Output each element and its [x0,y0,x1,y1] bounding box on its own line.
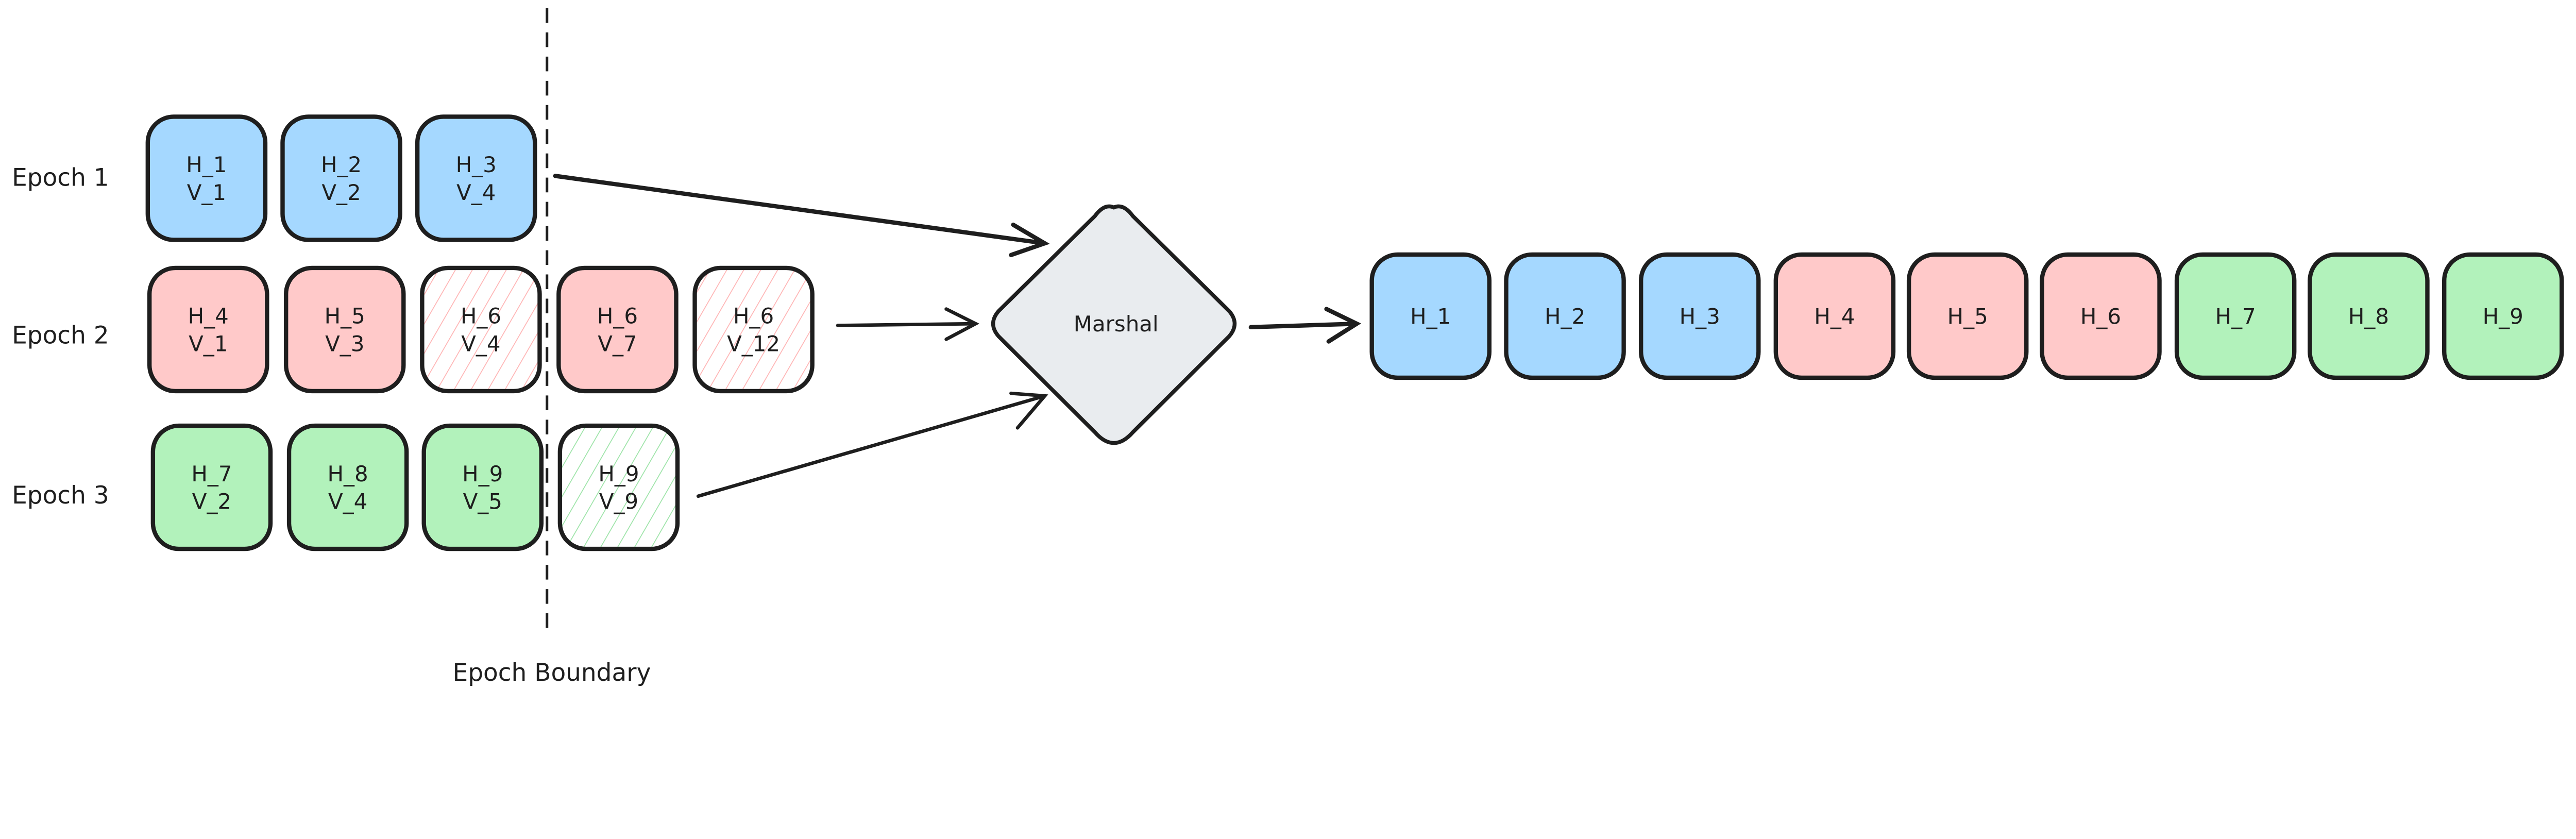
block-hatched: H_9V_9 [557,423,680,551]
block-h-label: H_1 [186,152,227,177]
block-hatched: H_6V_12 [692,265,815,394]
output-block-shape [2174,252,2297,380]
block-v-label: V_4 [456,180,496,205]
output-block-label: H_6 [2080,304,2121,329]
block: H_2V_2 [280,114,402,242]
output-block-label: H_1 [1410,304,1451,329]
block-shape [286,423,409,551]
block-v-label: V_3 [325,331,364,356]
block-shape [283,265,406,394]
block-h-label: H_9 [598,461,639,486]
output-block: H_9 [2442,252,2564,380]
block: H_8V_4 [286,423,409,551]
output-block: H_5 [1906,252,2029,380]
output-block-label: H_4 [1814,304,1855,329]
epoch-label: Epoch 3 [12,481,109,510]
block-v-label: V_4 [461,331,500,356]
block-v-label: V_1 [187,180,226,205]
output-block: H_7 [2174,252,2297,380]
block: H_5V_3 [283,265,406,394]
output-block: H_2 [1504,252,1626,380]
block-h-label: H_2 [321,152,362,177]
block-v-label: V_9 [599,489,638,514]
output-block-label: H_8 [2348,304,2389,329]
output-block-label: H_9 [2483,304,2523,329]
block-h-label: H_4 [188,304,229,329]
block-h-label: H_5 [325,304,365,329]
block-h-label: H_8 [328,461,368,486]
block-shape [420,265,542,394]
block: H_4V_1 [147,265,269,394]
output-block-shape [1773,252,1896,380]
block: H_9V_5 [421,423,544,551]
block-shape [692,265,815,394]
block-v-label: V_1 [189,331,228,356]
block-shape [421,423,544,551]
output-block-label: H_5 [1947,304,1988,329]
output-block-shape [2040,252,2162,380]
block-v-label: V_2 [192,489,231,514]
block: H_3V_4 [415,114,537,242]
block-v-label: V_7 [598,331,637,356]
block-v-label: V_2 [321,180,361,205]
marshal-label: Marshal [1074,311,1159,337]
block-shape [556,265,679,394]
block: H_7V_2 [150,423,273,551]
output-block: H_1 [1369,252,1492,380]
block-shape [145,114,268,242]
output-block-shape [1504,252,1626,380]
output-block: H_8 [2308,252,2430,380]
output-block: H_3 [1638,252,1761,380]
output-block-label: H_3 [1680,304,1720,329]
block-h-label: H_6 [733,304,774,329]
block-v-label: V_4 [328,489,367,514]
marshal-diamond [991,204,1237,445]
block-v-label: V_5 [463,489,502,514]
block-h-label: H_6 [461,304,501,329]
output-block: H_6 [2040,252,2162,380]
output-block-shape [2442,252,2564,380]
epoch-label: Epoch 1 [12,164,109,192]
epoch-boundary-label: Epoch Boundary [453,659,651,687]
block-v-label: V_12 [727,331,780,356]
block-shape [150,423,273,551]
arrow-epoch3-to-marshal [696,391,1048,498]
arrow-epoch1-to-marshal [553,174,1050,257]
block-h-label: H_9 [462,461,503,486]
epoch-label: Epoch 2 [12,322,109,350]
output-block-shape [1369,252,1492,380]
marshal-node: Marshal [991,204,1237,445]
output-block-shape [2308,252,2430,380]
block-hatched: H_6V_4 [420,265,542,394]
block-h-label: H_7 [191,461,232,486]
block-h-label: H_6 [597,304,638,329]
epoch-row-2: Epoch 2H_4V_1H_5V_3H_6V_4H_6V_7H_6V_12 [12,265,815,394]
arrow-marshal-to-output [1248,307,1361,344]
block-shape [280,114,402,242]
epoch-row-3: Epoch 3H_7V_2H_8V_4H_9V_5H_9V_9 [12,423,680,551]
output-block-shape [1906,252,2029,380]
block: H_1V_1 [145,114,268,242]
block: H_6V_7 [556,265,679,394]
output-block-label: H_7 [2215,304,2256,329]
output-block-label: H_2 [1545,304,1585,329]
block-shape [557,423,680,551]
block-shape [147,265,269,394]
output-block: H_4 [1773,252,1896,380]
block-shape [415,114,537,242]
output-block-shape [1638,252,1761,380]
block-h-label: H_3 [456,152,497,177]
arrow-epoch2-to-marshal [836,307,979,341]
output-sequence: H_1 H_2 H_3 H_4 H_5 H_6 H_7 H_8 H_9 [1369,252,2564,380]
